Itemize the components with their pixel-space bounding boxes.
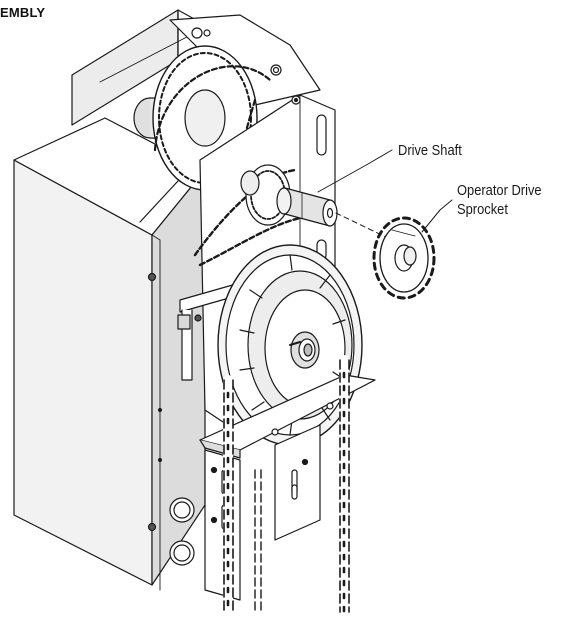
operator-drive-sprocket-label-line2: Sprocket [457,201,508,218]
operator-housing [14,118,205,590]
operator-sprocket-leader [422,200,452,232]
section-heading: EMBLY [0,5,46,20]
hand-chain-right [340,360,349,612]
drive-shaft-leader [318,150,392,192]
hoist-wheel [218,245,362,445]
hand-chain-middle [255,470,261,612]
alignment-dashed-line [336,213,392,240]
drive-shaft [277,188,337,226]
hand-chain-left [224,380,233,612]
operator-drive-sprocket [374,218,434,298]
operator-drive-sprocket-label-line1: Operator Drive [457,182,542,199]
drive-shaft-label: Drive Shaft [398,142,462,159]
